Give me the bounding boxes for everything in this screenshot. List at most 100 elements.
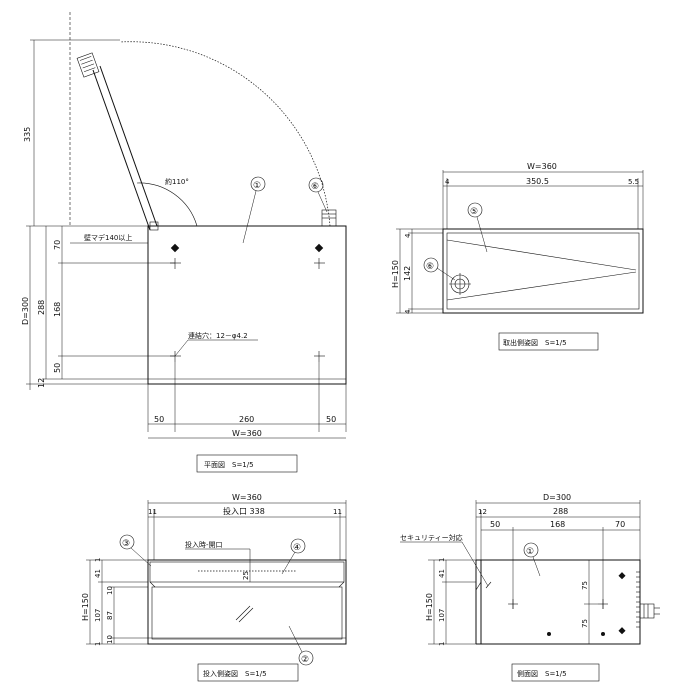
insert-d1-top: 1 xyxy=(94,558,102,562)
takeout-w360: W=360 xyxy=(527,162,557,171)
takeout-callout-6 xyxy=(423,257,439,273)
takeout-d4-bottom: 4 xyxy=(404,309,412,314)
side-d50: 50 xyxy=(490,520,500,529)
side-d12: 12 xyxy=(478,508,487,516)
svg-text:③: ③ xyxy=(122,539,130,549)
lid-open-line-a xyxy=(92,69,151,231)
takeout-body-outline xyxy=(442,228,644,314)
insert-callout-3 xyxy=(119,534,135,550)
insert-d1-bottom: 1 xyxy=(94,642,102,646)
side-scale-ticks xyxy=(636,571,640,628)
side-view: 75 75 D=300 12 288 50 168 70 セキュリティー対応 H… xyxy=(400,493,660,682)
insert-d11-left: 11 xyxy=(148,508,157,516)
svg-text:①: ① xyxy=(253,181,261,191)
svg-text:①: ① xyxy=(526,547,534,557)
svg-text:⑤: ⑤ xyxy=(470,207,478,217)
side-d1-top: 1 xyxy=(438,558,446,562)
plan-caption-box xyxy=(196,454,298,473)
insert-h150: H=150 xyxy=(81,593,90,621)
svg-text:④: ④ xyxy=(293,543,301,553)
insert-d107: 107 xyxy=(94,609,102,622)
side-callout-1 xyxy=(523,542,539,558)
plan-callout-1 xyxy=(250,176,266,192)
dim-70: 70 xyxy=(53,240,62,250)
insert-opening-dim: 投入口 338 xyxy=(223,506,265,516)
insert-door-handle xyxy=(235,605,251,621)
insert-open-note: 投入時-開口 xyxy=(185,540,223,549)
side-h150: H=150 xyxy=(425,593,434,621)
side-foot-right xyxy=(601,632,605,636)
insert-d41: 41 xyxy=(94,569,102,578)
dim-168: 168 xyxy=(53,302,62,317)
svg-text:⑥: ⑥ xyxy=(426,262,434,272)
plan-caption: 平面図 S=1/5 xyxy=(204,461,254,469)
takeout-caption-box xyxy=(498,332,599,351)
takeout-tray-line-b xyxy=(446,271,637,301)
side-caption: 側面図 S=1/5 xyxy=(517,669,567,678)
lid-swing-arc xyxy=(119,41,331,227)
side-d168: 168 xyxy=(550,520,565,529)
plan-callout-6 xyxy=(308,177,324,193)
dim-b50-right: 50 xyxy=(326,415,336,424)
insert-d10-top: 10 xyxy=(106,586,114,595)
insert-d25: 25 xyxy=(242,571,250,580)
side-d300: D=300 xyxy=(543,493,571,502)
insert-w360: W=360 xyxy=(232,493,262,502)
side-d288: 288 xyxy=(553,507,568,516)
side-v75-bottom: 75 xyxy=(581,619,589,628)
takeout-view: W=360 4 350.5 5.5 H=150 142 4 4 ⑤ ⑥ 取出側姿… xyxy=(391,162,644,351)
insert-door xyxy=(151,586,343,640)
plan-body-outline xyxy=(147,225,347,385)
hinge xyxy=(149,221,159,231)
hole-note: 連結穴：12－φ4.2 xyxy=(188,331,248,340)
takeout-h150: H=150 xyxy=(391,260,400,288)
side-diamond-top xyxy=(618,572,626,580)
insert-callout-4 xyxy=(290,538,306,554)
insert-caption-box xyxy=(197,663,299,682)
takeout-inner-outline xyxy=(446,232,640,310)
dim-12: 12 xyxy=(37,378,46,388)
insert-opening xyxy=(149,561,345,583)
takeout-d4-top: 4 xyxy=(404,233,412,238)
dim-b260: 260 xyxy=(239,415,254,424)
side-security-note: セキュリティー対応 xyxy=(400,533,463,542)
side-d41: 41 xyxy=(438,569,446,578)
dim-288: 288 xyxy=(37,300,46,315)
lid-open-line-b xyxy=(99,65,158,227)
side-body-outline xyxy=(480,559,641,645)
plan-diamond-left xyxy=(170,243,180,253)
angle-label: 約110° xyxy=(165,177,189,186)
takeout-d4: 4 xyxy=(445,178,450,186)
side-diamond-bottom xyxy=(618,627,626,635)
dim-b50-left: 50 xyxy=(154,415,164,424)
side-d1-bottom: 1 xyxy=(438,642,446,646)
insert-d87: 87 xyxy=(106,611,114,620)
takeout-d142: 142 xyxy=(403,266,412,281)
takeout-tray-line-a xyxy=(446,239,637,271)
insert-body-outline xyxy=(147,559,347,645)
dim-50: 50 xyxy=(53,363,62,373)
insert-view: W=360 11 投入口 338 11 投入時-開口 25 H=150 1 41… xyxy=(81,493,347,682)
svg-text:②: ② xyxy=(301,655,309,665)
side-v75-top: 75 xyxy=(581,581,589,590)
plan-diamond-right xyxy=(314,243,324,253)
dim-335: 335 xyxy=(23,127,32,142)
svg-text:⑥: ⑥ xyxy=(311,182,319,192)
side-foot-left xyxy=(547,632,551,636)
plan-hole-marks xyxy=(170,258,325,362)
dim-w360: W=360 xyxy=(232,429,262,438)
side-caption-box xyxy=(511,663,600,682)
lid-handle xyxy=(76,52,100,78)
takeout-callout-5 xyxy=(467,202,483,218)
side-key-cylinder xyxy=(639,603,655,619)
takeout-d55: 5.5 xyxy=(628,178,639,186)
insert-d11-right: 11 xyxy=(333,508,342,516)
wall-margin-label: 壁マデ140以上 xyxy=(84,233,132,242)
side-security-latch xyxy=(485,581,492,589)
takeout-d3505: 350.5 xyxy=(526,177,549,186)
dim-d300: D=300 xyxy=(21,297,30,325)
plan-view: 約110° 335 壁マデ140以上 D=300 288 70 168 50 1… xyxy=(21,12,347,473)
insert-d10-bottom: 10 xyxy=(106,635,114,644)
insert-callout-2 xyxy=(298,650,314,666)
